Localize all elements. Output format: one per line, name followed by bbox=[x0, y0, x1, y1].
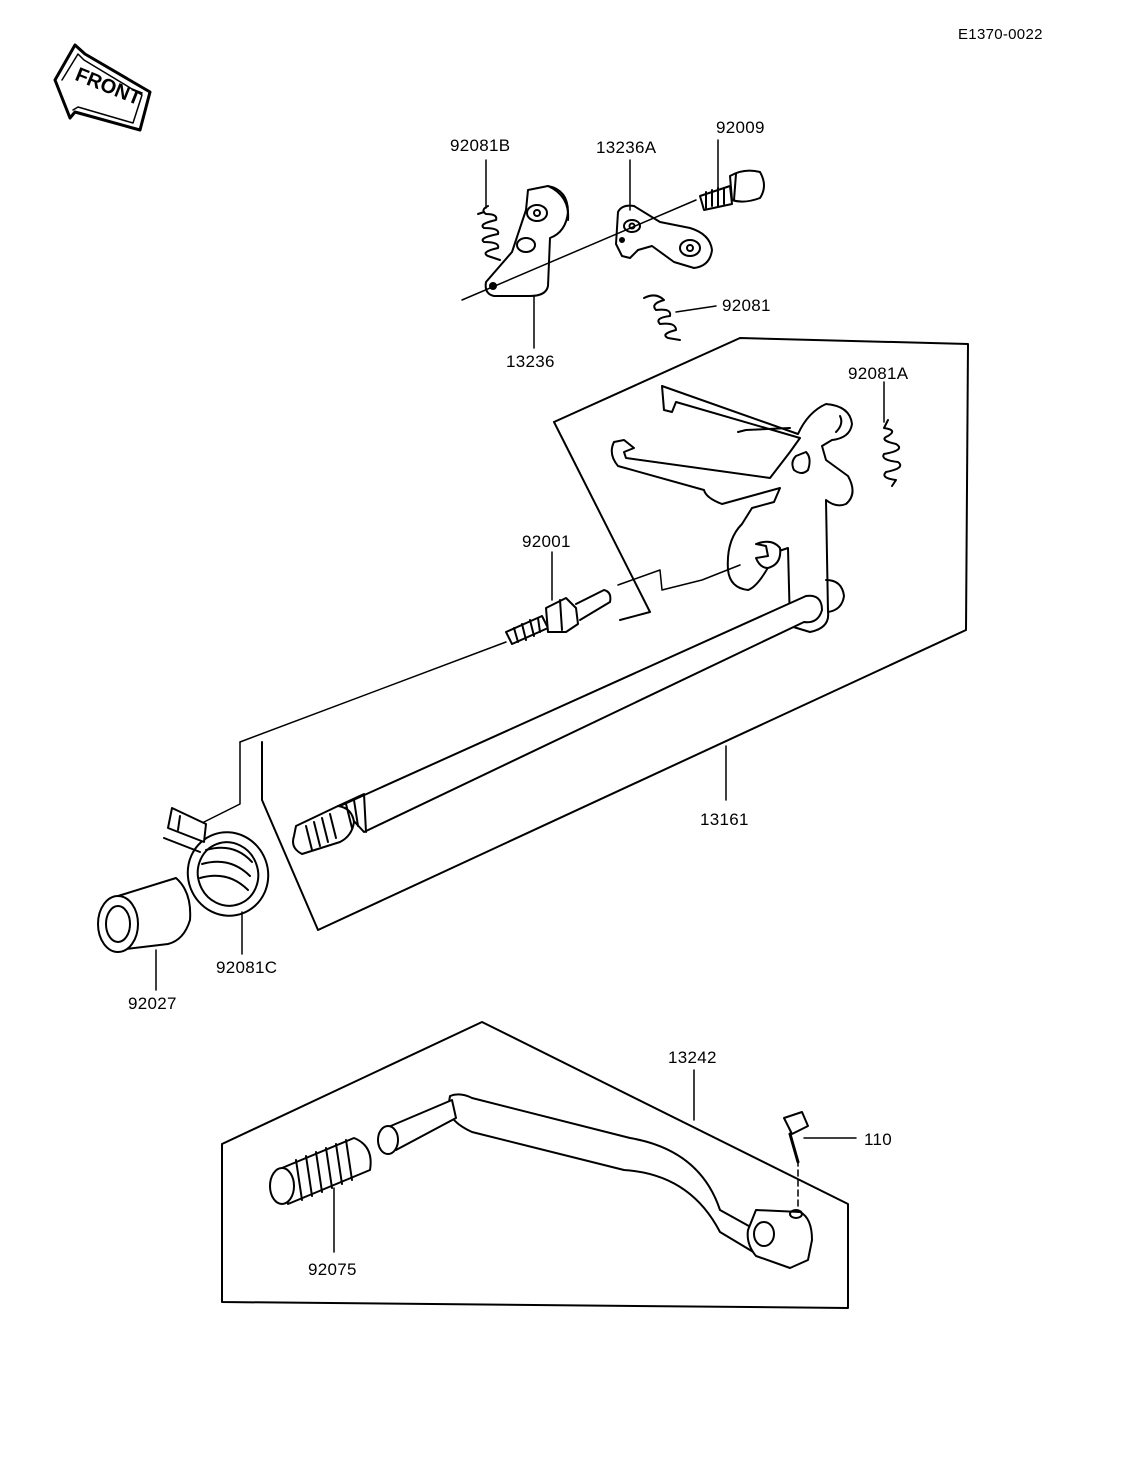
part-label-92081a: 92081A bbox=[848, 364, 909, 383]
assembly-frame bbox=[261, 337, 969, 931]
shift-mechanism bbox=[610, 385, 854, 633]
part-label-92081b: 92081B bbox=[450, 136, 511, 155]
rubber-92075 bbox=[269, 1137, 372, 1205]
part-label-92081: 92081 bbox=[722, 296, 771, 315]
shift-arm-13236a bbox=[615, 204, 713, 269]
bolt-92009 bbox=[699, 169, 765, 211]
part-label-92075: 92075 bbox=[308, 1260, 357, 1279]
part-label-92027: 92027 bbox=[128, 994, 177, 1013]
part-label-13236a: 13236A bbox=[596, 138, 657, 157]
spring-92081a bbox=[882, 419, 902, 487]
part-label-110: 110 bbox=[864, 1130, 893, 1149]
shift-arm-13236 bbox=[484, 185, 570, 297]
reference-code: E1370-0022 bbox=[958, 26, 1043, 43]
spring-92081b bbox=[477, 205, 501, 261]
bolt-92001 bbox=[505, 589, 612, 645]
shift-shaft-13161 bbox=[292, 594, 823, 855]
shift-pedal-13242 bbox=[377, 1093, 813, 1269]
part-label-92001: 92001 bbox=[522, 532, 571, 551]
leader-lines bbox=[155, 139, 885, 1253]
bolt-110 bbox=[783, 1111, 809, 1164]
part-label-92009: 92009 bbox=[716, 118, 765, 137]
collar-92027 bbox=[97, 877, 192, 953]
part-label-13242: 13242 bbox=[668, 1048, 717, 1067]
front-arrow-icon: FRONT bbox=[53, 43, 152, 132]
part-label-92081c: 92081C bbox=[216, 958, 278, 977]
pedal-frame bbox=[221, 1021, 849, 1309]
part-label-13161: 13161 bbox=[700, 810, 749, 829]
part-label-13236: 13236 bbox=[506, 352, 555, 371]
spring-92081 bbox=[643, 294, 681, 341]
